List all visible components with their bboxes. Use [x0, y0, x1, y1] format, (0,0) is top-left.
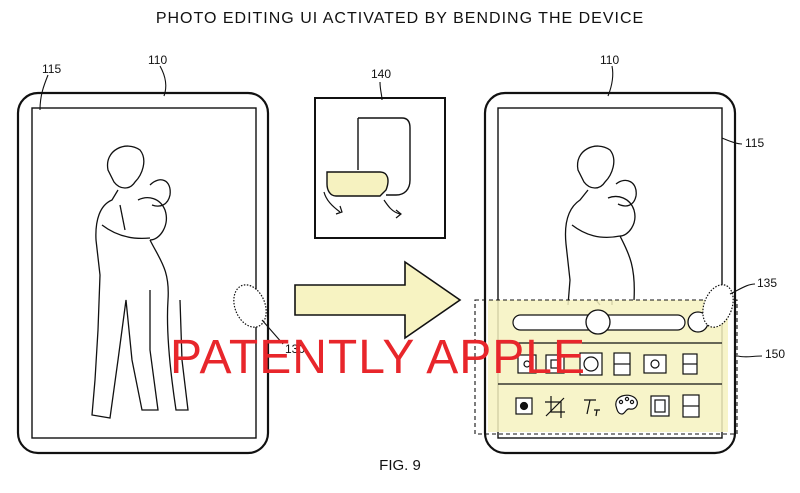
- ref-label-135: 135: [757, 276, 778, 290]
- watermark-text: PATENTLY APPLE: [170, 331, 586, 384]
- text-tool-icon[interactable]: [584, 399, 600, 417]
- adjust-slider-thumb[interactable]: [585, 309, 611, 335]
- edit-panel-divider: [498, 342, 722, 385]
- ref-label-140: 140: [371, 67, 392, 81]
- ref-label-150: 150: [765, 347, 786, 361]
- left-couple-illustration: [91, 145, 189, 419]
- bend-inset: [314, 97, 446, 239]
- edit-icons-row-2: [515, 394, 700, 418]
- ref-label-110-right: 110: [600, 53, 620, 67]
- transition-arrow: [294, 260, 462, 340]
- palette-icon[interactable]: [615, 394, 638, 415]
- tall-split-icon[interactable]: [682, 353, 698, 375]
- crop-icon[interactable]: [545, 396, 565, 418]
- edit-icons-row-1: [517, 352, 698, 376]
- right-couple-illustration: [564, 145, 637, 306]
- circle-in-square-icon[interactable]: [517, 354, 537, 374]
- left-device: [16, 91, 270, 455]
- split-frame-icon[interactable]: [682, 394, 700, 418]
- diagram-title: PHOTO EDITING UI ACTIVATED BY BENDING TH…: [155, 10, 645, 27]
- circle-in-wide-square-icon[interactable]: [643, 354, 667, 374]
- small-square-in-square-icon[interactable]: [545, 354, 565, 374]
- left-touch-area: [233, 284, 267, 328]
- frame-icon[interactable]: [650, 395, 670, 417]
- circle-dot-icon[interactable]: [515, 397, 533, 415]
- edit-panel-outline: [474, 299, 738, 435]
- right-touch-area: [702, 284, 734, 328]
- split-rectangle-icon[interactable]: [613, 352, 631, 376]
- ref-label-130: 130: [285, 342, 306, 356]
- ref-label-115-right: 115: [745, 136, 765, 150]
- right-device: [483, 91, 737, 455]
- leader-lines: [39, 65, 763, 358]
- figure-label: FIG. 9: [379, 457, 421, 474]
- ref-label-115-left: 115: [42, 62, 62, 76]
- large-circle-in-square-icon[interactable]: [579, 352, 603, 376]
- ref-label-110-left: 110: [148, 53, 168, 67]
